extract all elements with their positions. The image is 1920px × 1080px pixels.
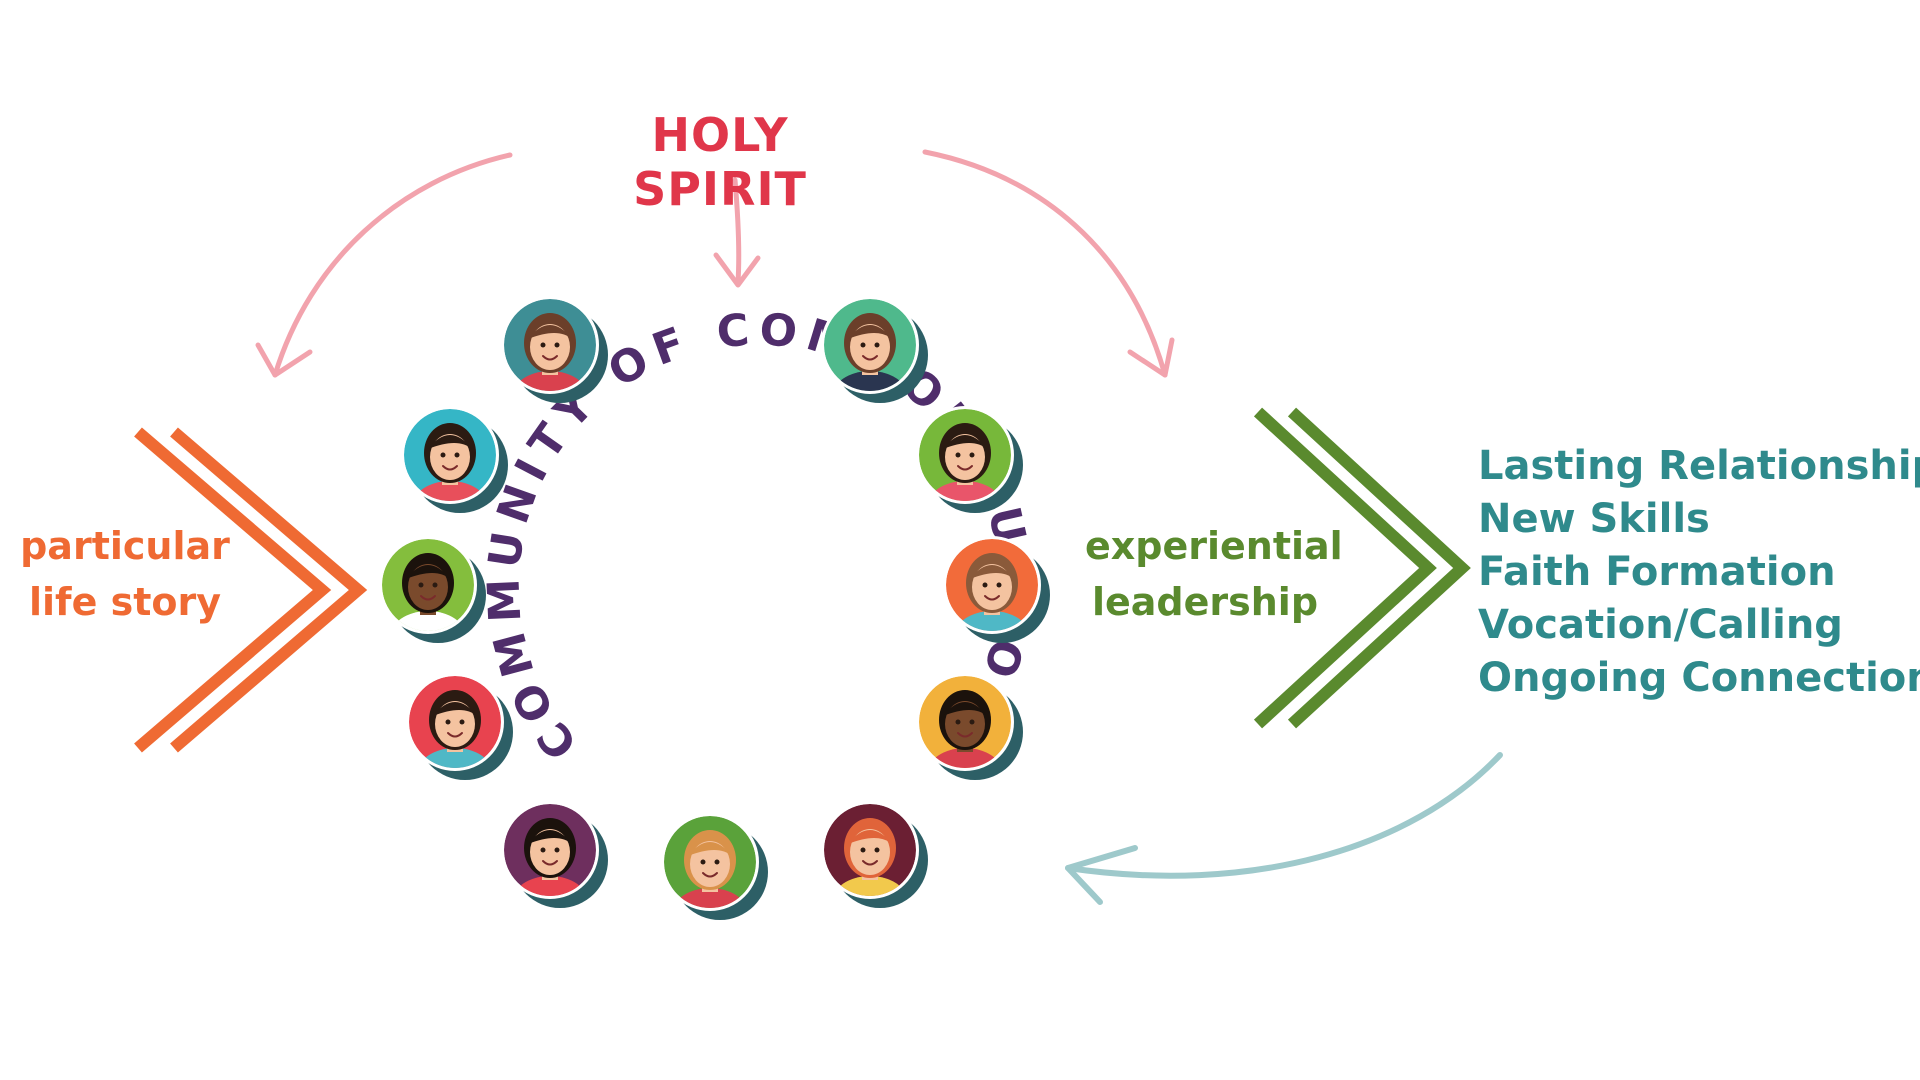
left-chevron-1 bbox=[134, 427, 332, 753]
avatar-ring bbox=[379, 296, 1050, 920]
avatar-girl-cyan-icon bbox=[401, 406, 508, 513]
avatar-woman-maroon-icon bbox=[821, 801, 928, 908]
avatar-woman-amber-icon bbox=[916, 673, 1023, 780]
spirit-arrow-left bbox=[272, 152, 513, 378]
outcome-item: Faith Formation bbox=[1478, 549, 1836, 595]
avatar-girl-red-icon bbox=[406, 673, 513, 780]
right-chevron-2 bbox=[1287, 407, 1471, 729]
outcome-item: Vocation/Calling bbox=[1478, 602, 1843, 648]
avatar-boy-teal-icon bbox=[501, 296, 608, 403]
spirit-arrow-center-head bbox=[713, 252, 761, 288]
avatar-man-green-icon bbox=[821, 296, 928, 403]
outcome-item: Ongoing Connection bbox=[1478, 655, 1920, 701]
life-story-label: particular life story bbox=[20, 518, 230, 630]
avatar-boy-lime-icon bbox=[379, 536, 486, 643]
experiential-line-2: leadership bbox=[1091, 580, 1319, 624]
avatar-boy-green-icon bbox=[661, 813, 768, 920]
outcomes-list: Lasting Relationships New Skills Faith F… bbox=[1478, 440, 1920, 705]
spirit-arrow-center bbox=[732, 177, 742, 285]
avatar-girl-purple-icon bbox=[501, 801, 608, 908]
spirit-arrow-left-head bbox=[255, 342, 313, 378]
return-arrow-head bbox=[1065, 845, 1138, 905]
avatar-woman-lime-icon bbox=[916, 406, 1023, 513]
experiential-line-1: experiential bbox=[1085, 524, 1343, 568]
outcome-item: New Skills bbox=[1478, 496, 1710, 542]
return-arrow-curve bbox=[1065, 752, 1503, 879]
left-chevron-2 bbox=[170, 427, 368, 753]
spirit-arrow-right bbox=[922, 149, 1168, 378]
right-chevron-1 bbox=[1253, 407, 1437, 729]
outcome-item: Lasting Relationships bbox=[1478, 443, 1920, 489]
experiential-leadership-label: experiential leadership bbox=[1085, 518, 1343, 630]
spirit-arrow-right-head bbox=[1127, 337, 1175, 378]
life-story-line-2: life story bbox=[29, 580, 221, 624]
life-story-line-1: particular bbox=[20, 524, 230, 568]
holy-spirit-label: HOLY SPIRIT bbox=[633, 108, 807, 216]
avatar-boy-orange-icon bbox=[943, 536, 1050, 643]
